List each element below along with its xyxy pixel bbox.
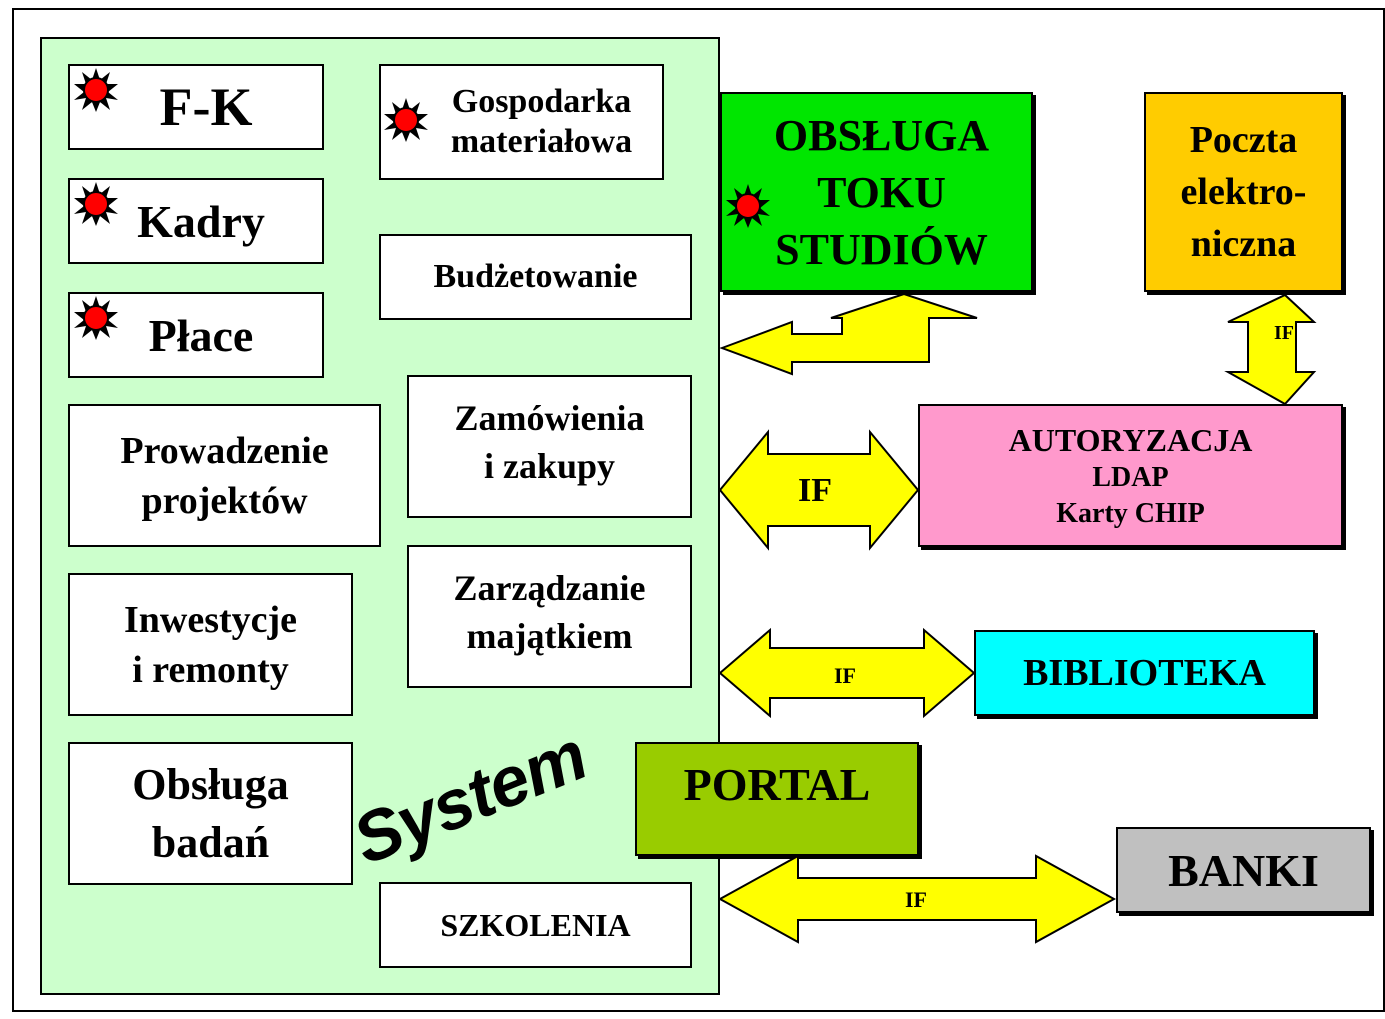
module-zamowienia: Zamówienia i zakupy xyxy=(407,375,692,518)
module-zarzadzanie-label: Zarządzanie majątkiem xyxy=(453,567,646,656)
module-szkolenia-label: SZKOLENIA xyxy=(440,906,631,943)
poczta-box: Poczta elektro- niczna xyxy=(1144,92,1343,292)
outer-frame xyxy=(12,8,1385,1012)
module-budzetowanie: Budżetowanie xyxy=(379,234,692,320)
if-banki-label: IF xyxy=(905,887,927,912)
red-burst-icon xyxy=(726,184,770,228)
autoryzacja-box: AUTORYZACJA LDAP Karty CHIP xyxy=(918,404,1343,547)
red-burst-icon xyxy=(384,98,428,142)
banki-box: BANKI xyxy=(1116,827,1371,913)
red-burst-icon xyxy=(74,296,118,340)
module-fk-label: F-K xyxy=(159,77,253,137)
module-gospodarka: Gospodarka materiałowa xyxy=(379,64,664,180)
autoryzacja-label: AUTORYZACJA xyxy=(1008,421,1253,458)
red-burst-icon xyxy=(74,68,118,112)
if-autoryzacja-label: IF xyxy=(798,472,832,509)
arrow-autoryzacja xyxy=(718,429,920,551)
module-prowadzenie: Prowadzenie projektów xyxy=(68,404,381,547)
poczta-label: Poczta elektro- niczna xyxy=(1180,119,1307,265)
karty-label: Karty CHIP xyxy=(1056,497,1205,529)
module-budzetowanie-label: Budżetowanie xyxy=(433,258,638,295)
module-prowadzenie-label: Prowadzenie projektów xyxy=(120,429,329,522)
biblioteka-label: BIBLIOTEKA xyxy=(1023,652,1266,694)
module-szkolenia: SZKOLENIA xyxy=(379,882,692,968)
module-gospodarka-label: Gospodarka materiałowa xyxy=(450,83,633,160)
module-obsluga-badan: Obsługa badań xyxy=(68,742,353,885)
module-zarzadzanie: Zarządzanie majątkiem xyxy=(407,545,692,688)
obsluga-toku-label: OBSŁUGA TOKU STUDIÓW xyxy=(773,110,990,274)
portal-box: PORTAL xyxy=(635,742,919,856)
ldap-label: LDAP xyxy=(1092,461,1169,493)
arrow-poczta xyxy=(1224,293,1317,406)
module-place: Płace xyxy=(68,292,324,378)
module-kadry: Kadry xyxy=(68,178,324,264)
module-place-label: Płace xyxy=(148,309,254,361)
module-inwestycje-label: Inwestycje i remonty xyxy=(123,598,298,691)
biblioteka-box: BIBLIOTEKA xyxy=(974,630,1315,716)
module-zamowienia-label: Zamówienia i zakupy xyxy=(454,397,645,486)
red-burst-icon xyxy=(74,182,118,226)
module-obsluga-badan-label: Obsługa badań xyxy=(132,759,289,867)
arrow-biblioteka xyxy=(718,627,976,719)
module-kadry-label: Kadry xyxy=(137,195,265,247)
arrow-banki xyxy=(717,854,1117,944)
banki-label: BANKI xyxy=(1168,844,1319,896)
portal-label: PORTAL xyxy=(683,758,871,810)
if-biblioteka-label: IF xyxy=(834,663,856,688)
arrow-obsluga-toku xyxy=(719,292,978,376)
module-inwestycje: Inwestycje i remonty xyxy=(68,573,353,716)
module-fk: F-K xyxy=(68,64,324,150)
obsluga-toku-box: OBSŁUGA TOKU STUDIÓW xyxy=(720,92,1033,292)
if-poczta-label: IF xyxy=(1274,322,1294,344)
